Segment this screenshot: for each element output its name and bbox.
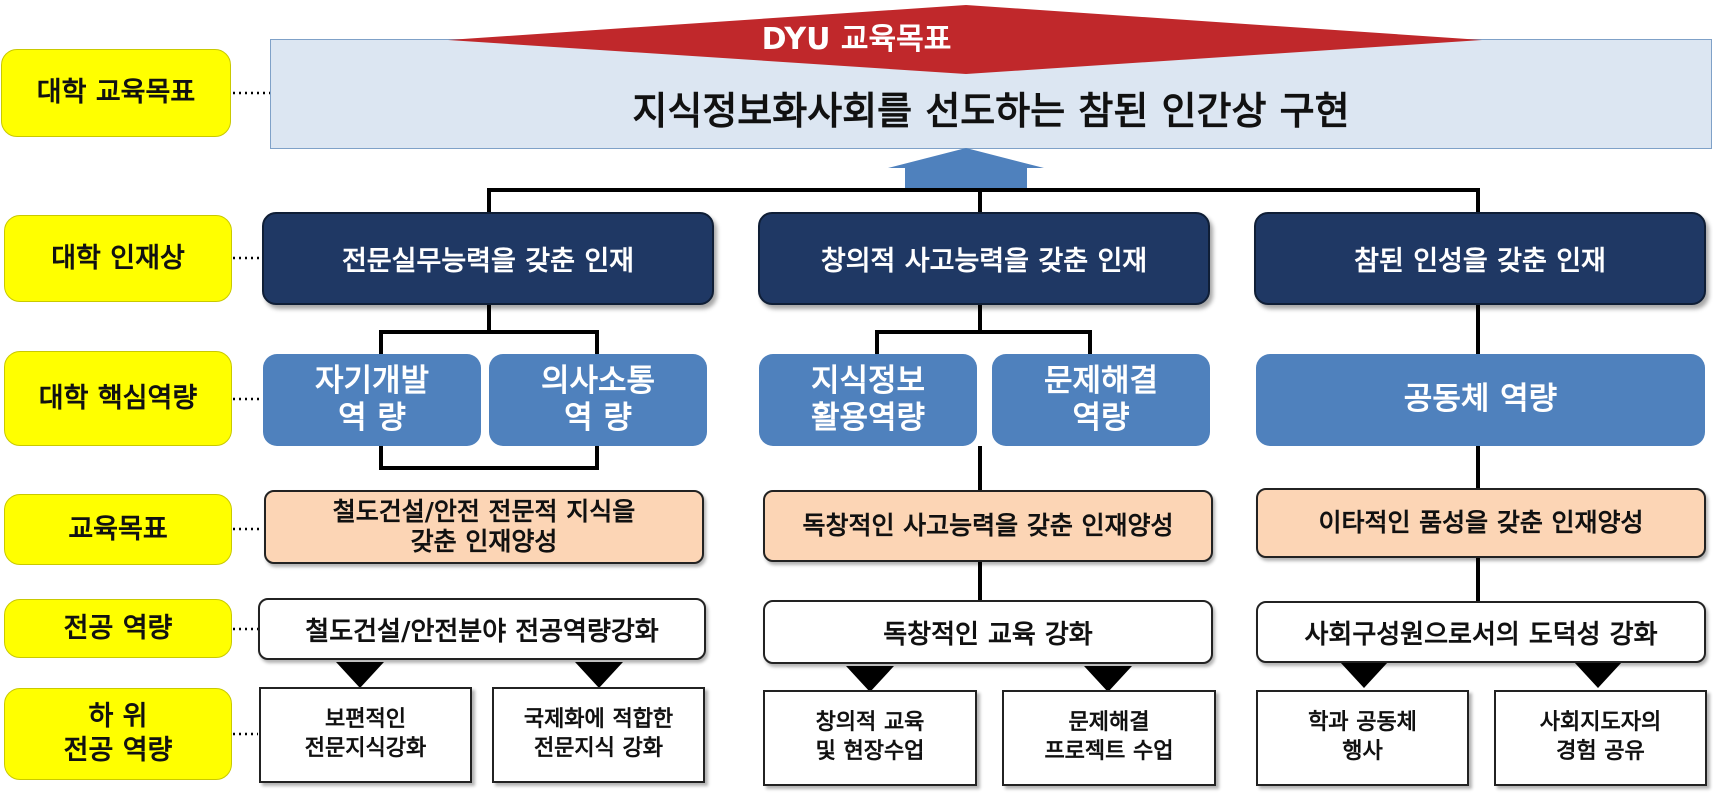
edu-goal-creative: 독창적인 사고능력을 갖춘 인재양성 — [763, 490, 1213, 562]
edu-goal-character: 이타적인 품성을 갖춘 인재양성 — [1256, 488, 1706, 558]
sub-competency-department-event: 학과 공동체 행사 — [1256, 690, 1469, 786]
banner-title: DYU 교육목표 — [761, 22, 952, 57]
side-label-edu-goal: 교육목표 — [4, 494, 232, 565]
banner-graphics — [448, 5, 1482, 188]
side-label-university-goal: 대학 교육목표 — [1, 49, 231, 137]
sub-competency-creative-field: 창의적 교육 및 현장수업 — [763, 690, 977, 786]
side-label-sub-competency: 하 위 전공 역량 — [4, 688, 232, 780]
major-competency-character: 사회구성원으로서의 도덕성 강화 — [1256, 601, 1706, 663]
side-label-major-competency: 전공 역량 — [4, 599, 232, 658]
major-competency-practical: 철도건설/안전분야 전공역량강화 — [258, 598, 706, 660]
sub-competency-general-knowledge: 보편적인 전문지식강화 — [259, 687, 472, 783]
talent-box-character: 참된 인성을 갖춘 인재 — [1254, 212, 1706, 305]
sub-competency-project-class: 문제해결 프로젝트 수업 — [1002, 690, 1216, 786]
competency-communication: 의사소통 역 량 — [489, 354, 707, 446]
side-label-core-competency: 대학 핵심역량 — [4, 351, 232, 446]
up-arrow-icon — [888, 148, 1044, 188]
competency-community: 공동체 역량 — [1256, 354, 1705, 446]
banner-ribbon — [448, 5, 1482, 74]
talent-box-creative: 창의적 사고능력을 갖춘 인재 — [758, 212, 1210, 305]
competency-problem-solving: 문제해결 역량 — [992, 354, 1210, 446]
major-competency-creative: 독창적인 교육 강화 — [763, 600, 1213, 664]
competency-knowledge-info: 지식정보 활용역량 — [759, 354, 977, 446]
edu-goal-practical: 철도건설/안전 전문적 지식을 갖춘 인재양성 — [264, 490, 704, 564]
side-label-talent: 대학 인재상 — [4, 215, 232, 302]
sub-competency-global-knowledge: 국제화에 적합한 전문지식 강화 — [492, 687, 705, 783]
university-goal-text: 지식정보화사회를 선도하는 참된 인간상 구현 — [632, 88, 1350, 133]
talent-box-practical: 전문실무능력을 갖춘 인재 — [262, 212, 714, 305]
competency-self-development: 자기개발 역 량 — [263, 354, 481, 446]
sub-competency-leader-experience: 사회지도자의 경험 공유 — [1494, 690, 1707, 786]
